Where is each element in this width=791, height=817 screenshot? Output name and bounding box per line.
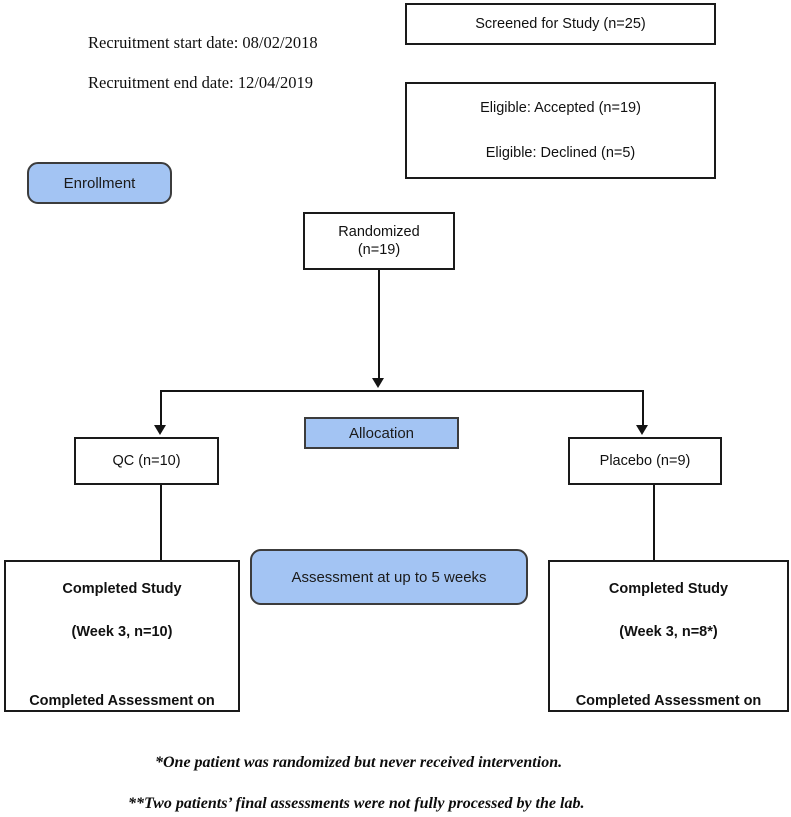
placebo-arm-line-1: Placebo (n=9) — [599, 452, 691, 469]
connector-branch-right — [642, 390, 644, 428]
arrowhead-branch-left — [154, 425, 166, 435]
recruitment-end-date: Recruitment end date: 12/04/2019 — [88, 73, 313, 92]
qc-arm-line-1: QC (n=10) — [112, 452, 181, 469]
box-placebo-arm: Placebo (n=9) — [568, 437, 722, 485]
box-qc-outcome: Completed Study (Week 3, n=10) Completed… — [4, 560, 240, 712]
placebo-outcome-line-1: Completed Study — [608, 581, 729, 597]
recruitment-start-date: Recruitment start date: 08/02/2018 — [88, 33, 318, 52]
phase-label-allocation: Allocation — [304, 417, 459, 449]
placebo-outcome-line-2: (Week 3, n=8*) — [619, 624, 718, 641]
box-randomized: Randomized (n=19) — [303, 212, 455, 270]
connector-branch-left — [160, 390, 162, 428]
box-eligible: Eligible: Accepted (n=19) Eligible: Decl… — [405, 82, 716, 179]
screened-line-1: Screened for Study (n=25) — [475, 15, 646, 32]
box-screened-for-study: Screened for Study (n=25) — [405, 3, 716, 45]
connector-qc-to-outcome — [160, 485, 162, 560]
qc-outcome-line-2: (Week 3, n=10) — [71, 624, 173, 641]
eligible-declined-line: Eligible: Declined (n=5) — [485, 144, 636, 161]
phase-label-assessment: Assessment at up to 5 weeks — [250, 549, 528, 605]
randomized-line-1: Randomized — [338, 223, 420, 240]
placebo-outcome-line-3: Completed Assessment on — [575, 692, 762, 709]
phase-label-enrollment: Enrollment — [27, 162, 172, 204]
allocation-label-text: Allocation — [348, 424, 415, 442]
footnote-two: **Two patients’ final assessments were n… — [128, 795, 585, 812]
assessment-label-text: Assessment at up to 5 weeks — [291, 568, 487, 586]
qc-outcome-line-3: Completed Assessment on — [29, 692, 215, 709]
box-qc-arm: QC (n=10) — [74, 437, 219, 485]
connector-randomized-down — [378, 270, 380, 380]
eligible-accepted-line: Eligible: Accepted (n=19) — [480, 100, 641, 117]
enrollment-label-text: Enrollment — [63, 174, 136, 192]
arrowhead-randomized-down — [372, 378, 384, 388]
connector-placebo-to-outcome — [653, 485, 655, 560]
footnote-one: *One patient was randomized but never re… — [155, 754, 563, 771]
qc-outcome-line-1: Completed Study — [62, 581, 182, 597]
arrowhead-branch-right — [636, 425, 648, 435]
connector-allocation-split-bar — [160, 390, 642, 392]
randomized-line-2: (n=19) — [357, 242, 401, 258]
box-placebo-outcome: Completed Study (Week 3, n=8*) Completed… — [548, 560, 789, 712]
